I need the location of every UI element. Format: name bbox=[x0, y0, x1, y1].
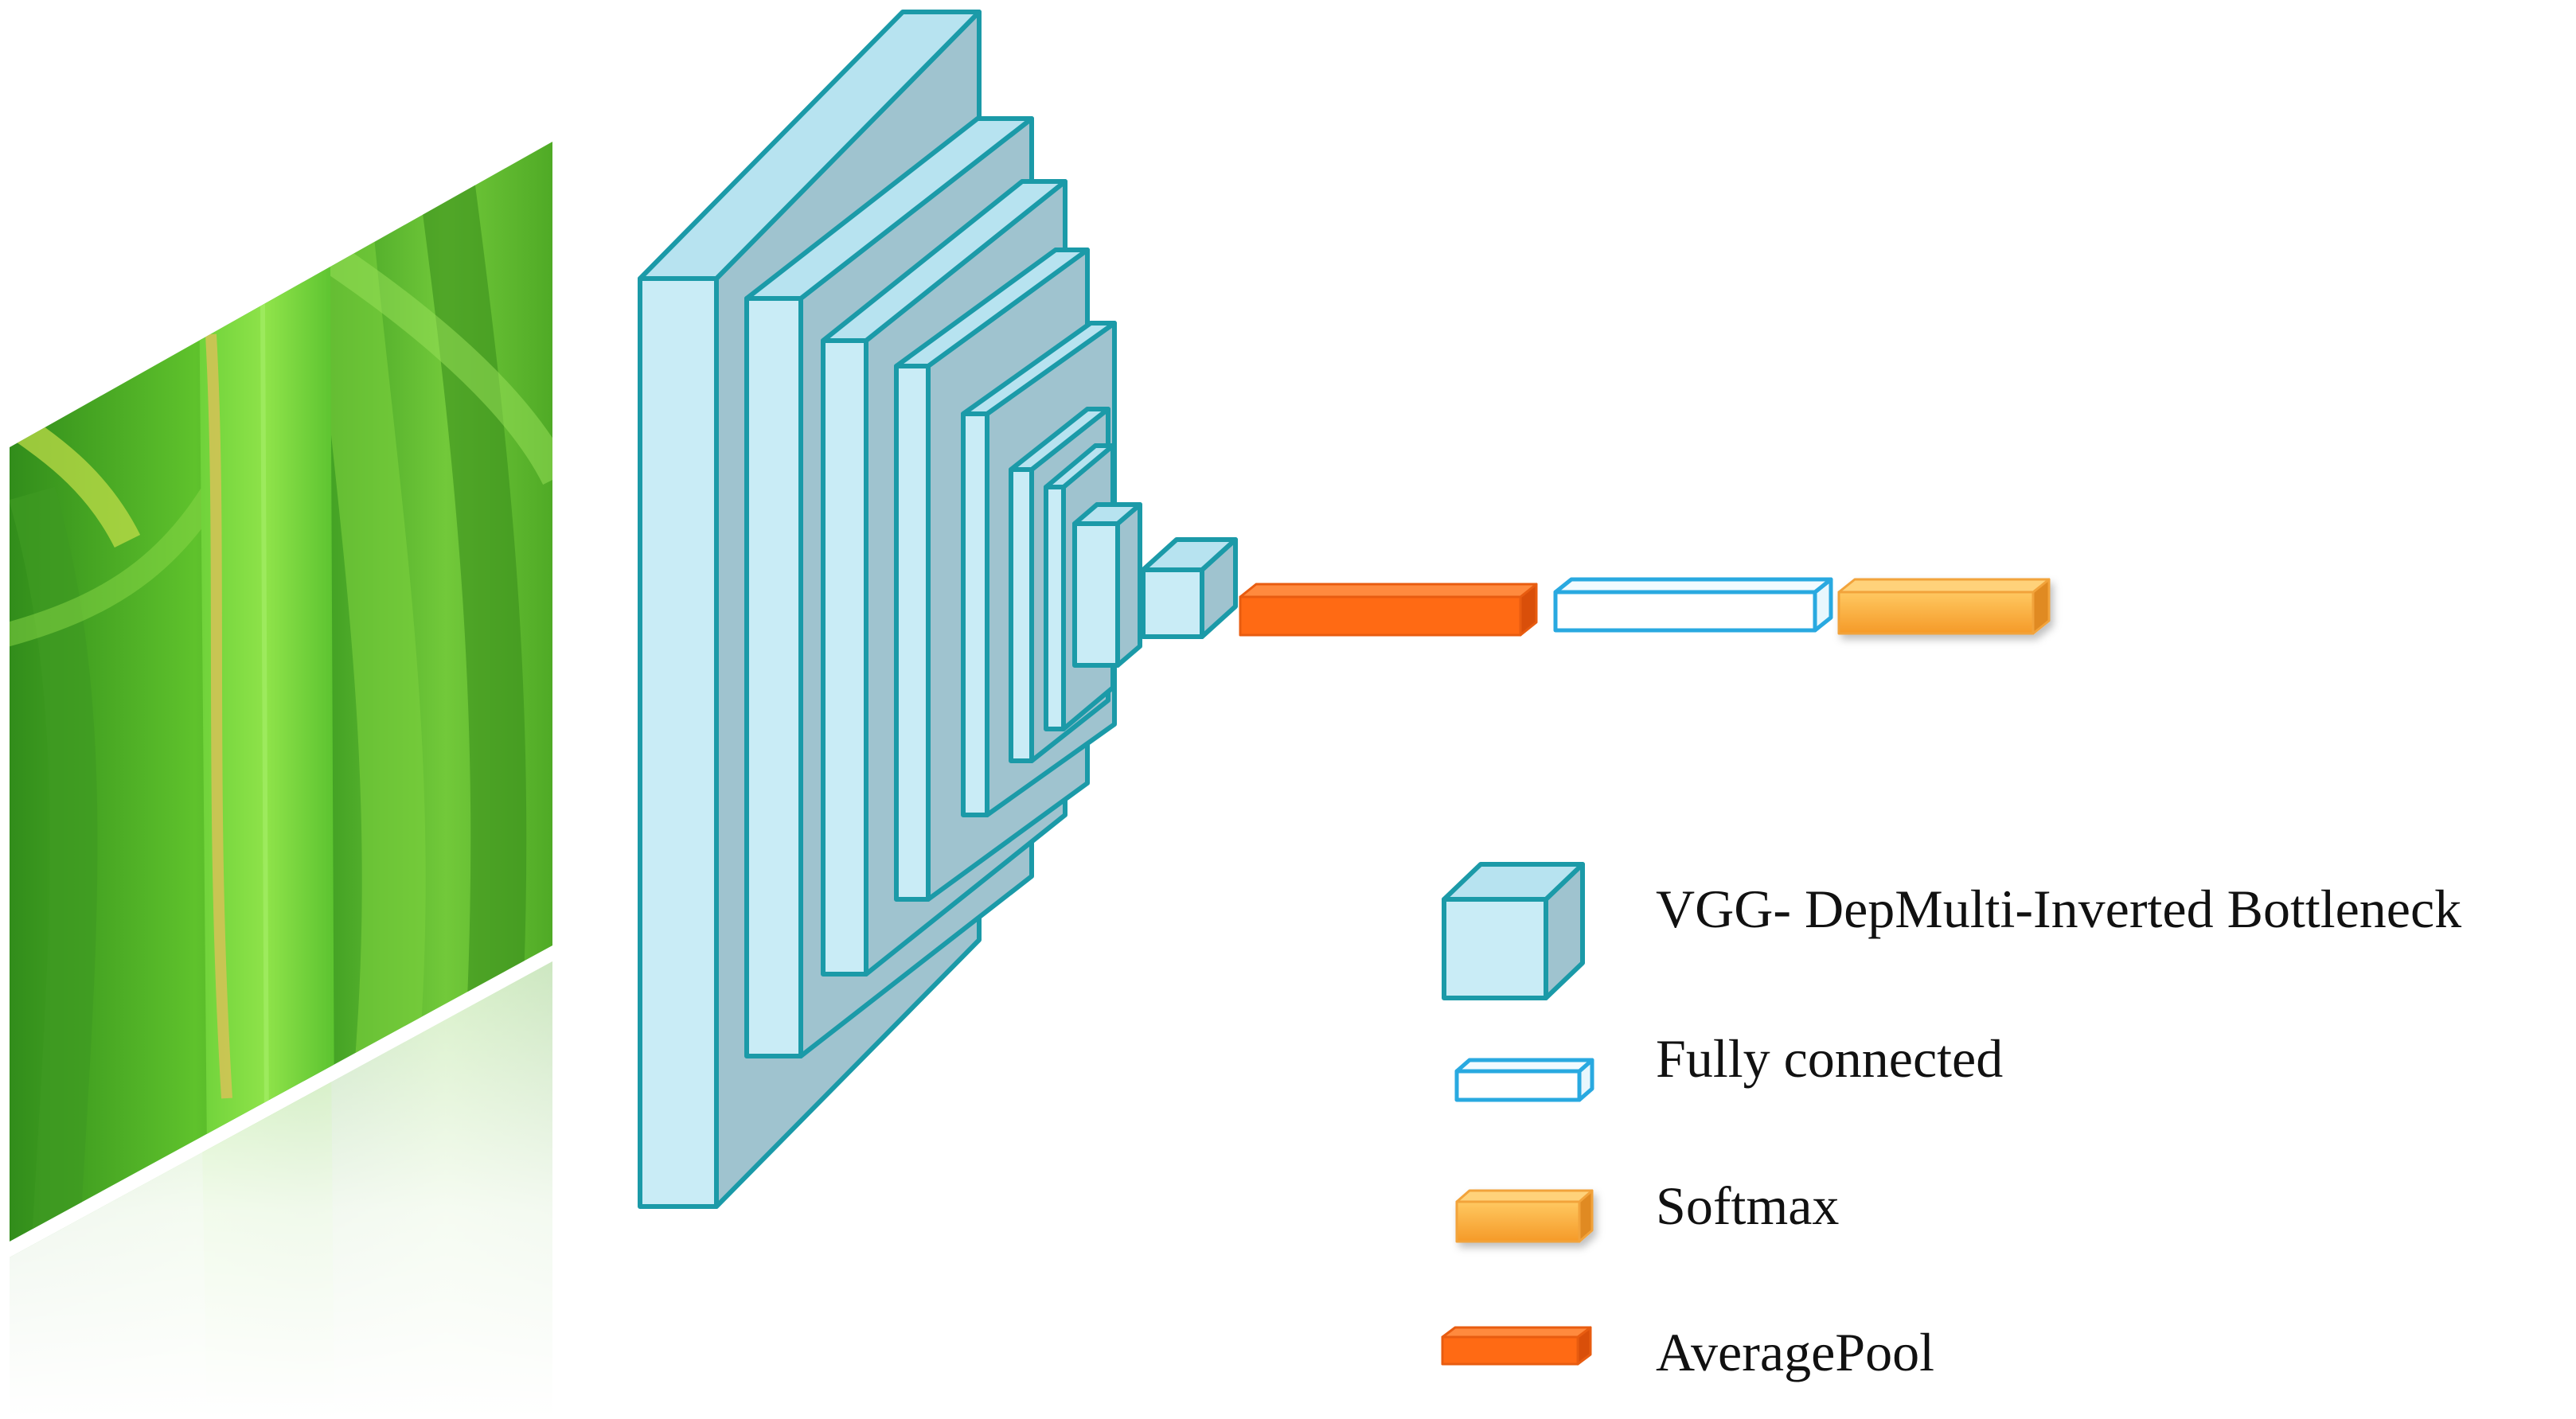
softmax-bar bbox=[1837, 578, 2051, 635]
bottleneck-block-2-front bbox=[744, 296, 803, 1058]
cube-icon bbox=[1442, 862, 1585, 1000]
fully-connected-bar-front bbox=[1553, 590, 1817, 633]
averagepool-bar-top bbox=[1239, 583, 1538, 598]
bottleneck-block-8-front bbox=[1072, 521, 1120, 668]
bottleneck-block-7-front bbox=[1044, 485, 1066, 731]
averagepool-bar-front bbox=[1239, 595, 1522, 637]
legend-label-bottleneck: VGG- DepMulti-Inverted Bottleneck bbox=[1656, 879, 2462, 939]
bottleneck-block-9-front bbox=[1141, 567, 1204, 639]
legend-label-averagepool: AveragePool bbox=[1656, 1322, 1934, 1382]
softmax-bar-front bbox=[1837, 591, 2035, 635]
legend-icons bbox=[1441, 862, 1594, 1366]
bottleneck-block-4-front bbox=[894, 364, 931, 902]
bottleneck-block-6-front bbox=[1009, 467, 1034, 763]
orange-bar-icon-front bbox=[1455, 1200, 1581, 1243]
bottleneck-block-5-front bbox=[961, 411, 989, 817]
averagepool-bar bbox=[1239, 583, 1538, 637]
orange-bar-icon-top bbox=[1455, 1189, 1594, 1203]
input-photo bbox=[10, 142, 552, 1419]
fully-connected-bar bbox=[1553, 577, 1833, 633]
legend-label-fully-connected: Fully connected bbox=[1656, 1028, 2004, 1089]
red-bar-icon-front bbox=[1441, 1335, 1579, 1366]
bottleneck-block-8 bbox=[1072, 502, 1142, 668]
network-blocks bbox=[638, 10, 1238, 1209]
bottleneck-block-1-front bbox=[638, 276, 719, 1209]
cube-icon-front bbox=[1442, 897, 1548, 1000]
classifier-pipeline bbox=[1239, 577, 2051, 637]
red-bar-icon bbox=[1441, 1326, 1592, 1366]
bottleneck-block-9 bbox=[1141, 537, 1238, 639]
bottleneck-block-8-side bbox=[1115, 502, 1142, 668]
softmax-bar-top bbox=[1837, 578, 2051, 594]
hollow-bar-icon-front bbox=[1454, 1069, 1582, 1102]
red-bar-icon-top bbox=[1441, 1326, 1592, 1339]
bottleneck-block-3-front bbox=[821, 338, 868, 977]
hollow-bar-icon bbox=[1454, 1058, 1594, 1102]
legend-label-softmax: Softmax bbox=[1656, 1175, 1840, 1236]
orange-bar-icon bbox=[1455, 1189, 1594, 1243]
